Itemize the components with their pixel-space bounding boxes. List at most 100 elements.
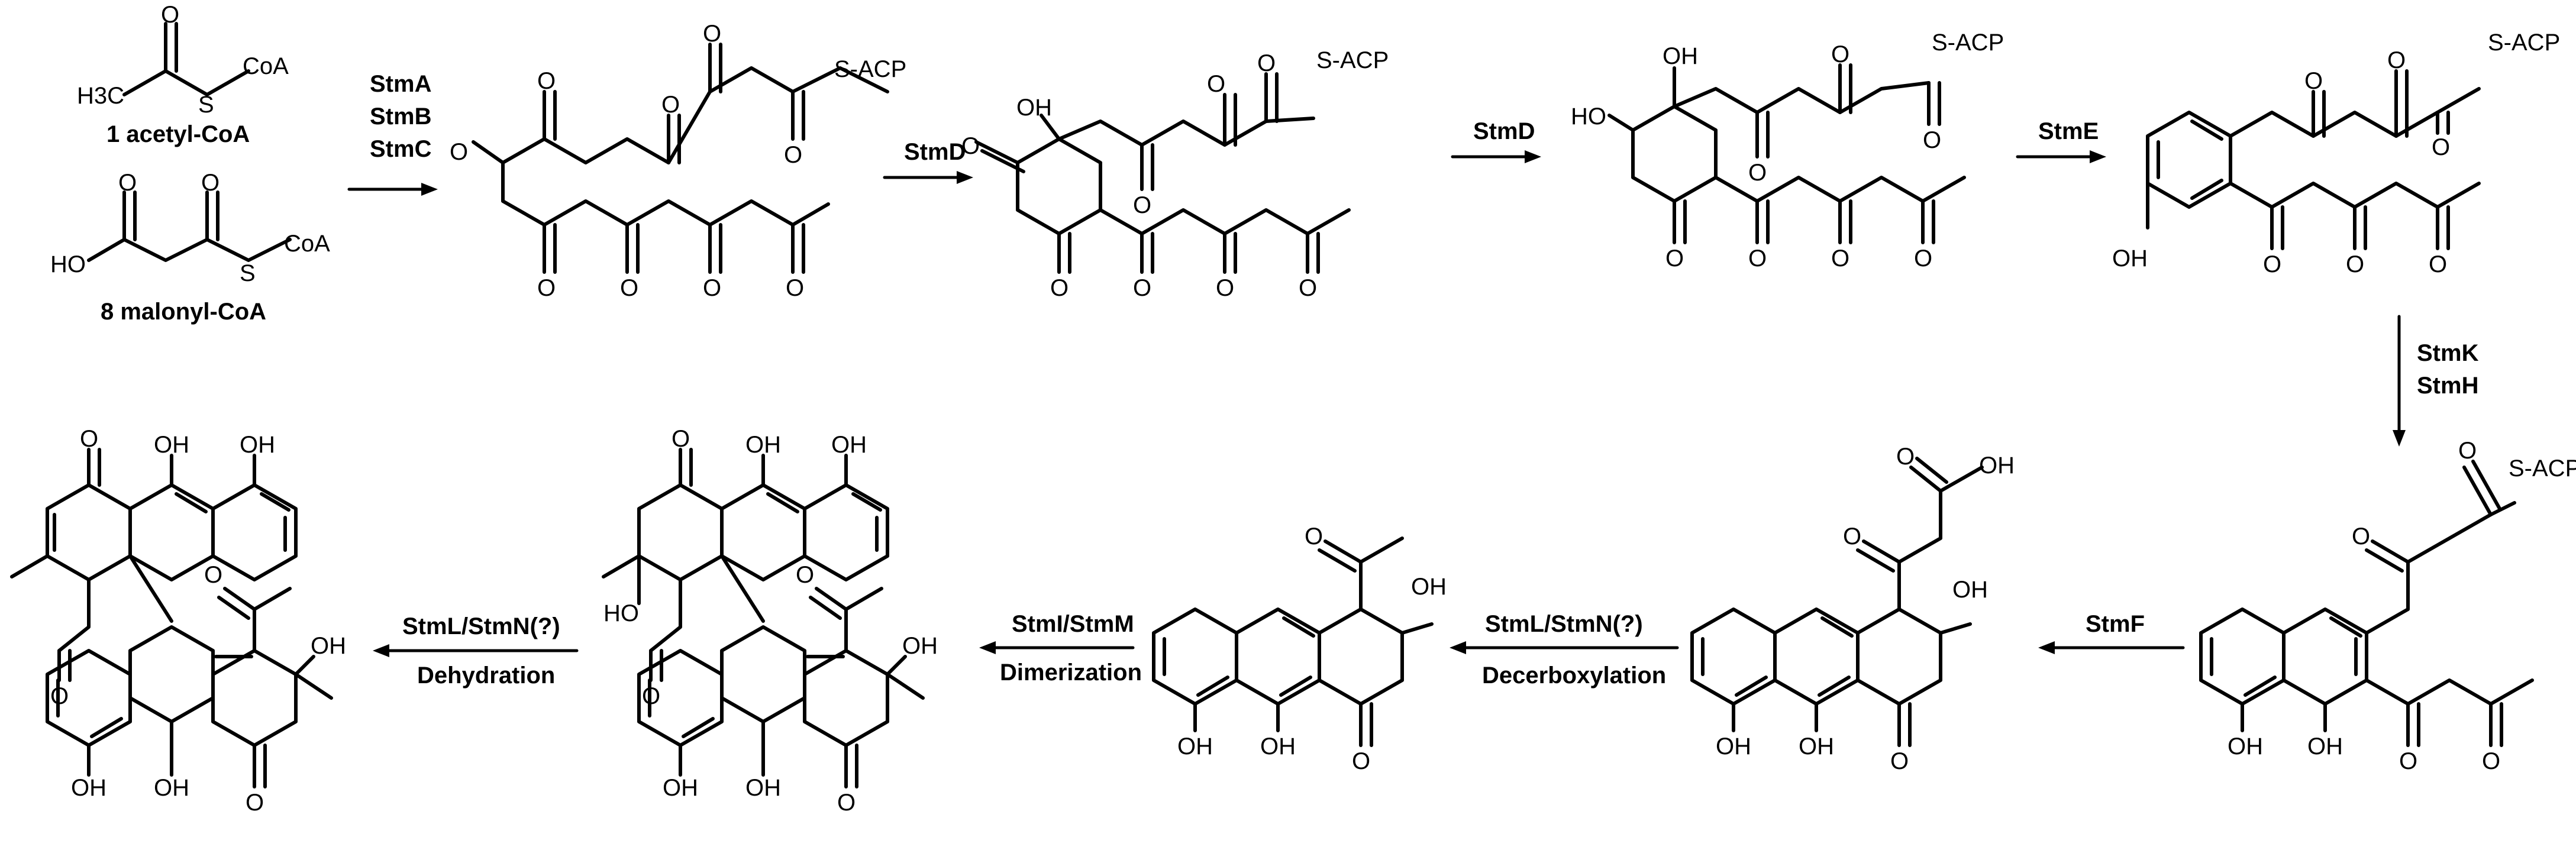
atom-o: O [80, 426, 98, 452]
acp-thioester-label: S-ACP [834, 56, 906, 82]
atom-o: O [204, 562, 222, 588]
enzyme-label-stml-stmn-1: StmL/StmN(?) [1485, 611, 1643, 637]
atom-o: O [2263, 251, 2281, 277]
atom-o: O [2387, 47, 2406, 73]
atom-oh: OH [663, 775, 698, 801]
acp-thioester-label: S-ACP [2509, 455, 2576, 481]
linear-polyketide-structure: O O O O O O O O O S-ACP [450, 21, 906, 301]
atom-oh: OH [240, 432, 275, 458]
atom-oh: OH [311, 633, 346, 659]
atom-o: O [1914, 245, 1932, 272]
atom-o: O [661, 92, 680, 118]
reaction-arrow-1 [347, 183, 438, 196]
atom-o: O [2429, 251, 2447, 277]
atom-oh: OH [1663, 43, 1698, 69]
atom-o: O [703, 21, 721, 47]
atom-oh: OH [1952, 577, 1988, 603]
atom-ho: HO [1571, 104, 1606, 130]
atom-o: O [1890, 748, 1909, 774]
atom-o: O [2458, 438, 2477, 464]
atom-oh: OH [1016, 95, 1052, 121]
atom-o: O [837, 790, 856, 816]
process-label-dimerization: Dimerization [1000, 660, 1142, 686]
malonyl-coa-group: CoA [284, 231, 330, 257]
atom-o: O [537, 68, 556, 94]
atom-o: O [1665, 245, 1684, 272]
atom-oh: OH [1979, 453, 2015, 479]
enzyme-label-stmf: StmF [2086, 611, 2145, 637]
malonyl-coa-label: 8 malonyl-CoA [101, 299, 266, 325]
atom-o: O [784, 142, 802, 168]
malonyl-s-label: S [240, 260, 256, 286]
atom-oh: OH [2228, 733, 2263, 759]
enzyme-label-stmi-stmm: StmI/StmM [1012, 611, 1134, 637]
aromatic-intermediate-structure: OH O O O O O O S-ACP [2112, 30, 2560, 277]
enzyme-label-stmh: StmH [2417, 373, 2478, 399]
reduced-monocyclic-structure: HO OH O O O O O O O S-ACP [1571, 30, 2004, 272]
tricyclic-acid-structure: OH OH O OH O O OH [1690, 444, 2015, 774]
reaction-arrow-7 [1450, 641, 1679, 654]
atom-o: O [1133, 275, 1151, 301]
atom-oh: OH [2307, 733, 2343, 759]
atom-oh: OH [1177, 733, 1213, 759]
dimer-structure: O OH OH HO O O OH OH OH O [602, 426, 938, 816]
atom-oh: OH [154, 432, 189, 458]
bicyclic-intermediate-structure: OH OH O O O O S-ACP [2199, 438, 2576, 774]
enzyme-label-stme: StmE [2038, 118, 2099, 144]
atom-o: O [2482, 748, 2500, 774]
atom-oh: OH [1411, 574, 1447, 600]
malonyl-coa-structure: O O HO S CoA [50, 170, 330, 286]
atom-o: O [1050, 275, 1069, 301]
atom-oh: OH [745, 432, 781, 458]
atom-oh: OH [831, 432, 867, 458]
tricyclic-ketone-structure: OH OH O OH O [1152, 523, 1447, 774]
enzyme-label-stmd-1: StmD [904, 139, 966, 165]
acetyl-coa-label: 1 acetyl-CoA [106, 121, 250, 147]
atom-o: O [2304, 68, 2323, 94]
atom-o: O [537, 275, 556, 301]
atom-oh: OH [1716, 733, 1751, 759]
atom-o: O [796, 562, 814, 588]
atom-o: O [1207, 71, 1225, 97]
final-product-structure: O OH OH O O OH OH OH O [10, 426, 346, 816]
enzyme-label-stml-stmn-2: StmL/StmN(?) [402, 613, 560, 639]
atom-o: O [1352, 748, 1370, 774]
acp-thioester-label: S-ACP [1316, 47, 1389, 73]
acp-thioester-label: S-ACP [2488, 30, 2560, 56]
atom-o: O [1257, 50, 1276, 76]
reaction-arrow-6 [2038, 641, 2185, 654]
atom-o: O [2432, 134, 2450, 160]
atom-o: O [246, 790, 264, 816]
atom-o: O [620, 275, 638, 301]
enzyme-label-stma: StmA [370, 71, 431, 97]
acetyl-h3c-label: H3C [77, 83, 124, 109]
enzyme-label-stmd-2: StmD [1473, 118, 1535, 144]
malonyl-ho-label: HO [50, 251, 86, 277]
atom-o: O [1748, 245, 1767, 272]
atom-o: O [1299, 275, 1317, 301]
enzyme-label-stmc: StmC [370, 136, 431, 162]
atom-o: O [1305, 523, 1323, 550]
atom-o: O [2352, 523, 2370, 550]
atom-oh: OH [154, 775, 189, 801]
acetyl-s-label: S [198, 92, 214, 118]
atom-o: O [2399, 748, 2417, 774]
atom-oh: OH [902, 633, 938, 659]
atom-o: O [2346, 251, 2364, 277]
atom-oh: OH [1260, 733, 1296, 759]
reaction-arrow-8 [979, 641, 1135, 654]
monocyclic-intermediate-structure: O OH O O O O O O O S-ACP [961, 47, 1389, 301]
atom-o: O [642, 683, 660, 709]
atom-oh: OH [2112, 245, 2148, 272]
atom-oh: OH [745, 775, 781, 801]
acp-thioester-label: S-ACP [1932, 30, 2004, 56]
process-label-decarboxylation: Decerboxylation [1482, 662, 1666, 689]
atom-o: O [1133, 192, 1151, 218]
atom-o: O [1831, 245, 1849, 272]
atom-o: O [703, 275, 721, 301]
enzyme-label-stmk: StmK [2417, 340, 2479, 366]
process-label-dehydration: Dehydration [417, 662, 555, 689]
reaction-arrow-3 [1451, 150, 1541, 163]
atom-oh: OH [1799, 733, 1834, 759]
atom-o: O [961, 133, 980, 159]
